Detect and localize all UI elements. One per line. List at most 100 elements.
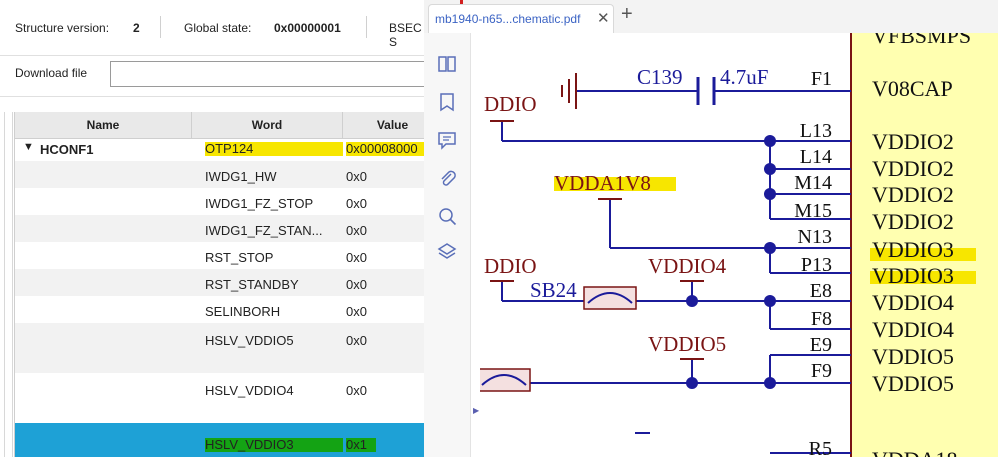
pin-label: VDDIO4 [872,290,954,315]
table-row[interactable]: IWDG1_FZ_STAN... 0x0 [15,215,430,242]
row-value: 0x00008000 [346,142,430,156]
global-state-value: 0x00000001 [274,21,341,35]
ground-icon [561,73,577,109]
net-label: DDIO [484,254,537,278]
row-value: 0x0 [346,196,367,211]
row-word: RST_STANDBY [205,277,299,292]
search-icon[interactable] [436,205,458,227]
pin-label: VDDA18xx [872,447,980,457]
divider [0,96,430,97]
pdf-viewer: mb1940-n65...chematic.pdf ✕ + ▶ [424,0,998,457]
otp-panel: Structure version: 2 Global state: 0x000… [0,0,440,457]
tab-bar: mb1940-n65...chematic.pdf ✕ + [424,0,998,33]
pdf-sidebar [424,33,471,457]
bookmark-icon[interactable] [436,91,458,113]
net-label: VDDIO5 [648,332,726,356]
close-icon[interactable]: ✕ [597,10,610,27]
ball-label: P13 [801,254,832,276]
column-header-word[interactable]: Word [192,112,343,139]
ball-label: F8 [811,308,832,330]
pin-label: VDDIO5 [872,344,954,369]
row-word: OTP124 [205,142,343,156]
row-value: 0x1 [346,438,376,452]
ball-label: N13 [798,226,832,248]
row-word: RST_STOP [205,250,274,265]
status-header: Structure version: 2 Global state: 0x000… [0,0,430,56]
row-word: IWDG1_HW [205,169,277,184]
bsec-state-label: BSEC S [389,21,422,49]
row-value: 0x0 [346,169,367,184]
scrollbar[interactable] [4,112,13,457]
pin-label: VDDIO3 [872,237,954,262]
row-value: 0x0 [346,333,367,348]
column-header-name[interactable]: Name [15,112,192,139]
table-row[interactable]: IWDG1_FZ_STOP 0x0 [15,188,430,215]
column-header-value[interactable]: Value [343,112,430,139]
row-value: 0x0 [346,277,367,292]
capacitor-icon [696,77,716,105]
expand-arrow-icon[interactable]: ▶ [473,406,480,415]
pdf-page: C139 4.7uF SB24 DDIO VDDA1V8 DDIO VDDIO4… [480,33,998,457]
table-row[interactable]: RST_STANDBY 0x0 [15,269,430,296]
row-word: HSLV_VDDIO4 [205,383,294,398]
attachment-icon[interactable] [436,167,458,189]
row-value: 0x0 [346,250,367,265]
row-word: HSLV_VDDIO3 [205,438,343,452]
solder-bridge [480,368,531,392]
row-value: 0x0 [346,304,367,319]
structure-version-label: Structure version: [15,21,110,35]
ball-label: M14 [794,172,832,194]
pin-label: VDDIO2 [872,129,954,154]
table-row[interactable]: HSLV_VDDIO5 0x0 [15,323,430,373]
pin-label: VDDIO2 [872,156,954,181]
highlight-mark [554,177,676,191]
highlight-mark [870,271,976,284]
solder-bridge [583,286,637,310]
ball-label: R5 [809,438,832,457]
row-value: 0x0 [346,223,367,238]
divider [366,16,367,38]
tab-title: mb1940-n65...chematic.pdf [435,12,581,26]
download-file-label: Download file [15,66,88,80]
otp-table: Name Word Value ▼ HCONF1 OTP124 0x000080… [14,112,430,457]
divider [160,16,161,38]
row-word: HSLV_VDDIO5 [205,333,294,348]
download-file-input[interactable] [110,61,440,87]
ball-label: E8 [810,280,832,302]
global-state-label: Global state: [184,21,252,35]
pin-label: VDDIO5 [872,371,954,396]
chevron-down-icon[interactable]: ▼ [23,141,34,153]
pin-label: VDDIO2 [872,182,954,207]
pin-label: VFBSMPS [872,33,971,48]
comment-icon[interactable] [436,129,458,151]
net-label: DDIO [484,92,537,116]
ball-label: M15 [794,200,832,222]
table-row-selected[interactable]: HSLV_VDDIO3 0x1 [15,423,430,457]
table-row[interactable]: IWDG1_HW 0x0 [15,161,430,188]
ball-label: L13 [800,120,832,142]
red-marker [460,0,463,4]
ball-label: F9 [811,360,832,382]
table-row[interactable]: ▼ HCONF1 OTP124 0x00008000 [15,139,430,161]
cap-ref-label: C139 [637,65,683,89]
structure-version-value: 2 [133,21,140,35]
tab-pdf-document[interactable]: mb1940-n65...chematic.pdf ✕ [428,4,614,33]
table-row[interactable]: SELINBORH 0x0 [15,296,430,323]
pin-label: VDDIO4 [872,317,954,342]
sb-label: SB24 [530,278,577,302]
table-row[interactable]: RST_STOP 0x0 [15,242,430,269]
schematic-drawing: C139 4.7uF SB24 DDIO VDDA1V8 DDIO VDDIO4… [480,33,998,457]
row-word: SELINBORH [205,304,281,319]
book-icon[interactable] [436,53,458,75]
ball-label: F1 [811,68,832,90]
layers-icon[interactable] [436,241,458,263]
pin-label: VDDIO3 [872,263,954,288]
row-value: 0x0 [346,383,367,398]
row-name: HCONF1 [40,142,94,157]
net-label: VDDA1V8 [554,171,651,195]
ball-label: L14 [800,146,832,168]
table-row[interactable]: HSLV_VDDIO4 0x0 [15,373,430,423]
ball-label: E9 [810,334,832,356]
add-tab-icon[interactable]: + [621,3,633,25]
row-word: IWDG1_FZ_STOP [205,196,314,211]
